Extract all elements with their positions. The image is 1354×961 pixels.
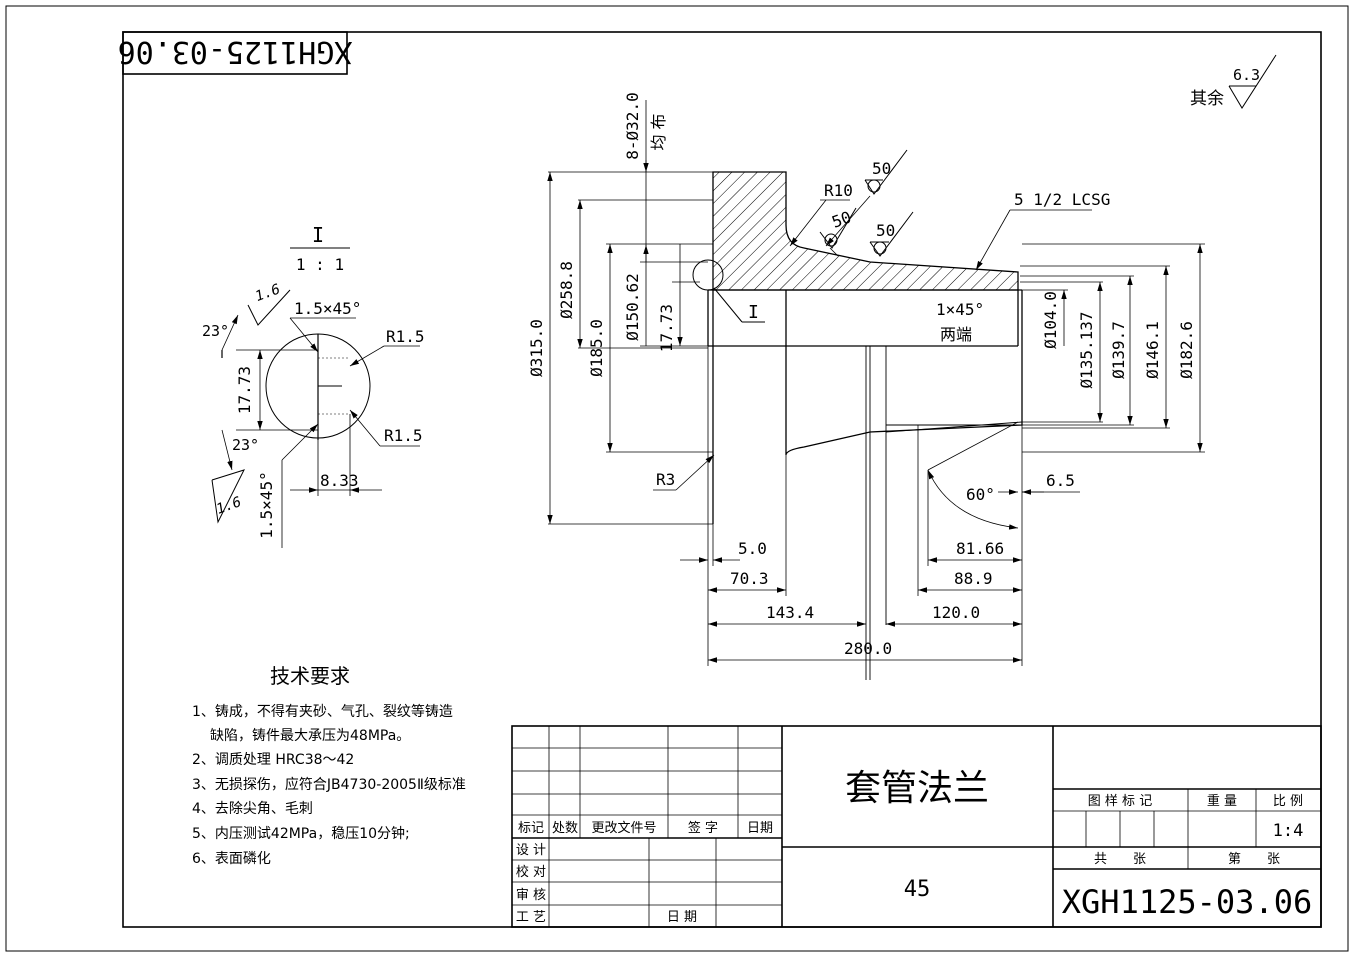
title-block xyxy=(511,725,1322,928)
outer-border xyxy=(5,5,1349,952)
dim-d150: Ø150.62 xyxy=(623,273,642,340)
thread-label: 5 1/2 LCSG xyxy=(1014,190,1110,209)
dim-280-0: 280.0 xyxy=(844,639,892,658)
dim-d185: Ø185.0 xyxy=(587,319,606,377)
sheet-no: 第 张 xyxy=(1228,852,1280,867)
dim-88-9: 88.9 xyxy=(954,569,993,588)
weld-symbol-3: 50 xyxy=(869,211,914,257)
dim-6-5: 6.5 xyxy=(1046,471,1075,490)
tech-item-3: 3、无损探伤，应符合JB4730-2005Ⅱ级标准 xyxy=(192,776,466,793)
rev-h-mark: 标记 xyxy=(518,821,544,836)
title-block-text: 标记 处数 更改文件号 签 字 日期 设 计 校 对 审 核 工 艺 日 期 套… xyxy=(516,768,1312,925)
material: 45 xyxy=(904,877,931,902)
drawing-number: XGH1125-03.06 xyxy=(1062,883,1312,921)
chamfer-label: 1×45° xyxy=(936,300,984,319)
tech-requirements: 技术要求 1、铸成，不得有夹砂、气孔、裂纹等铸造 缺陷，铸件最大承压为48MPa… xyxy=(192,664,466,867)
dim-143-4: 143.4 xyxy=(766,603,814,622)
angle-60: 60° xyxy=(966,485,995,504)
svg-text:50: 50 xyxy=(876,221,895,240)
detail-ref-circle xyxy=(692,259,724,291)
rev-h-date: 日期 xyxy=(747,821,773,836)
detail-angle-top: 23° xyxy=(202,322,229,340)
part-outline-lower xyxy=(712,290,1023,524)
detail-angle-bottom: 23° xyxy=(232,436,259,454)
scale-value: 1:4 xyxy=(1273,821,1304,841)
svg-text:50: 50 xyxy=(829,207,854,231)
holes-note-2: 均 布 xyxy=(649,113,668,150)
detail-height: 17.73 xyxy=(235,366,254,414)
dim-5-0: 5.0 xyxy=(738,539,767,558)
section-hatch xyxy=(712,171,1019,291)
detail-ref-label: I xyxy=(748,302,759,323)
dim-d139: Ø139.7 xyxy=(1109,321,1128,379)
r3-label: R3 xyxy=(656,470,675,489)
detail-scale: 1 : 1 xyxy=(296,255,344,274)
weld-symbol-2: 50 xyxy=(819,207,857,257)
dim-81-66: 81.66 xyxy=(956,539,1004,558)
detail-width: 8.33 xyxy=(320,471,359,490)
chamfer-note: 两端 xyxy=(940,325,972,344)
roughness-other-symbol: 其余 6.3 xyxy=(1190,54,1277,109)
detail-chamfer-top: 1.5×45° xyxy=(294,299,361,318)
dim-120-0: 120.0 xyxy=(932,603,980,622)
tech-title: 技术要求 xyxy=(270,664,350,688)
rotated-number-box xyxy=(122,31,348,75)
tech-item-2: 2、调质处理 HRC38～42 xyxy=(192,752,354,768)
rev-h-sign: 签 字 xyxy=(688,820,718,836)
dim-d258: Ø258.8 xyxy=(557,261,576,319)
rev-h-doc: 更改文件号 xyxy=(591,821,656,836)
sign-check: 校 对 xyxy=(516,864,546,880)
tech-item-1: 1、铸成，不得有夹砂、气孔、裂纹等铸造 xyxy=(192,703,453,720)
tech-item-5: 5、内压测试42MPa，稳压10分钟; xyxy=(192,825,410,842)
roughness-other-label: 其余 xyxy=(1190,89,1224,109)
sign-review: 审 核 xyxy=(516,888,546,903)
sign-process: 工 艺 xyxy=(516,910,546,925)
dim-d104: Ø104.0 xyxy=(1041,291,1060,349)
tech-item-4: 4、去除尖角、毛刺 xyxy=(192,801,313,817)
weight-label: 重 量 xyxy=(1207,793,1237,809)
part-name: 套管法兰 xyxy=(845,768,989,809)
detail-chamfer-bottom: 1.5×45° xyxy=(257,471,276,538)
rev-h-count: 处数 xyxy=(552,821,578,836)
rotated-drawing-number: XGH1125-03.06 xyxy=(118,34,353,69)
detail-radius-top: R1.5 xyxy=(386,327,425,346)
dim-70-3: 70.3 xyxy=(730,569,769,588)
roughness-other-value: 6.3 xyxy=(1233,66,1260,84)
dim-d146: Ø146.1 xyxy=(1143,321,1162,379)
tech-item-1b: 缺陷，铸件最大承压为48MPa。 xyxy=(210,728,410,744)
sign-date: 日 期 xyxy=(667,910,697,925)
detail-radius-bottom: R1.5 xyxy=(384,426,423,445)
dim-d182: Ø182.6 xyxy=(1177,321,1196,379)
pattern-mark: 图 样 标 记 xyxy=(1088,794,1152,809)
holes-note: 8-Ø32.0 xyxy=(623,92,642,159)
dim-d135: Ø135.137 xyxy=(1077,311,1096,388)
dim-d315: Ø315.0 xyxy=(527,319,546,377)
svg-text:50: 50 xyxy=(872,159,891,178)
scale-label: 比 例 xyxy=(1273,794,1303,809)
total-sheets: 共 张 xyxy=(1094,852,1146,867)
detail-title: I xyxy=(312,223,324,247)
dim-17-73: 17.73 xyxy=(657,304,676,352)
detail-roughness-top: 1.6 xyxy=(253,281,282,305)
detail-roughness-bottom: 1.6 xyxy=(214,494,243,518)
r10-label: R10 xyxy=(824,181,853,200)
tech-item-6: 6、表面磷化 xyxy=(192,851,271,867)
detail-view: I 1 : 1 1.6 1.5×45° 23° R1.5 17.73 23° xyxy=(202,223,425,548)
main-view: I Ø315.0 Ø258.8 Ø185.0 Ø150.62 17.73 8-Ø… xyxy=(527,92,1205,680)
sign-design: 设 计 xyxy=(516,843,546,858)
